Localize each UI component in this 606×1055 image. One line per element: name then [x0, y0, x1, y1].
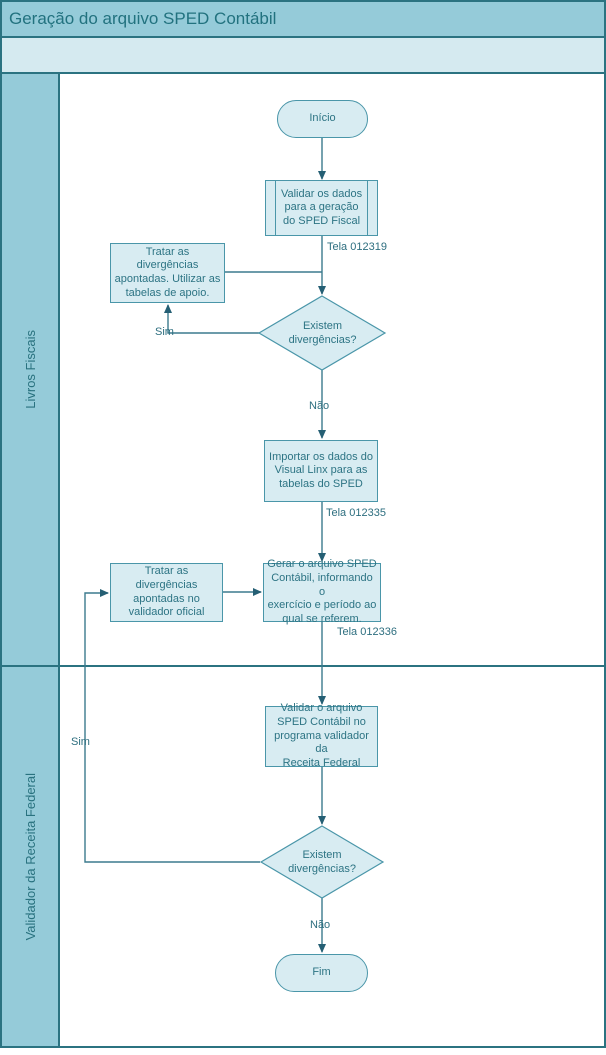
screen-ref-label-012335: Tela 012335	[326, 507, 386, 519]
screen-ref-label-012336: Tela 012336	[337, 626, 397, 638]
lane-label-livros-fiscais: Livros Fiscais	[2, 74, 60, 665]
lane-label-validador-receita-federal: Validador da Receita Federal	[2, 667, 60, 1046]
start-terminator: Início	[277, 100, 368, 138]
lane-label-text: Livros Fiscais	[22, 330, 38, 409]
screen-ref-label-012319: Tela 012319	[327, 241, 387, 253]
edge-label-sim-1: Sim	[155, 326, 174, 338]
edge-label-sim-2: Sim	[71, 736, 90, 748]
lane-label-text: Validador da Receita Federal	[22, 772, 38, 941]
diagram-title-bar: Geração do arquivo SPED Contábil	[0, 0, 606, 38]
edge-label-nao-2: Não	[310, 919, 331, 931]
phase-bar	[0, 36, 606, 74]
edge-label-nao-1: Não	[309, 400, 330, 412]
diagram-title: Geração do arquivo SPED Contábil	[9, 9, 277, 28]
end-terminator: Fim	[275, 954, 368, 992]
